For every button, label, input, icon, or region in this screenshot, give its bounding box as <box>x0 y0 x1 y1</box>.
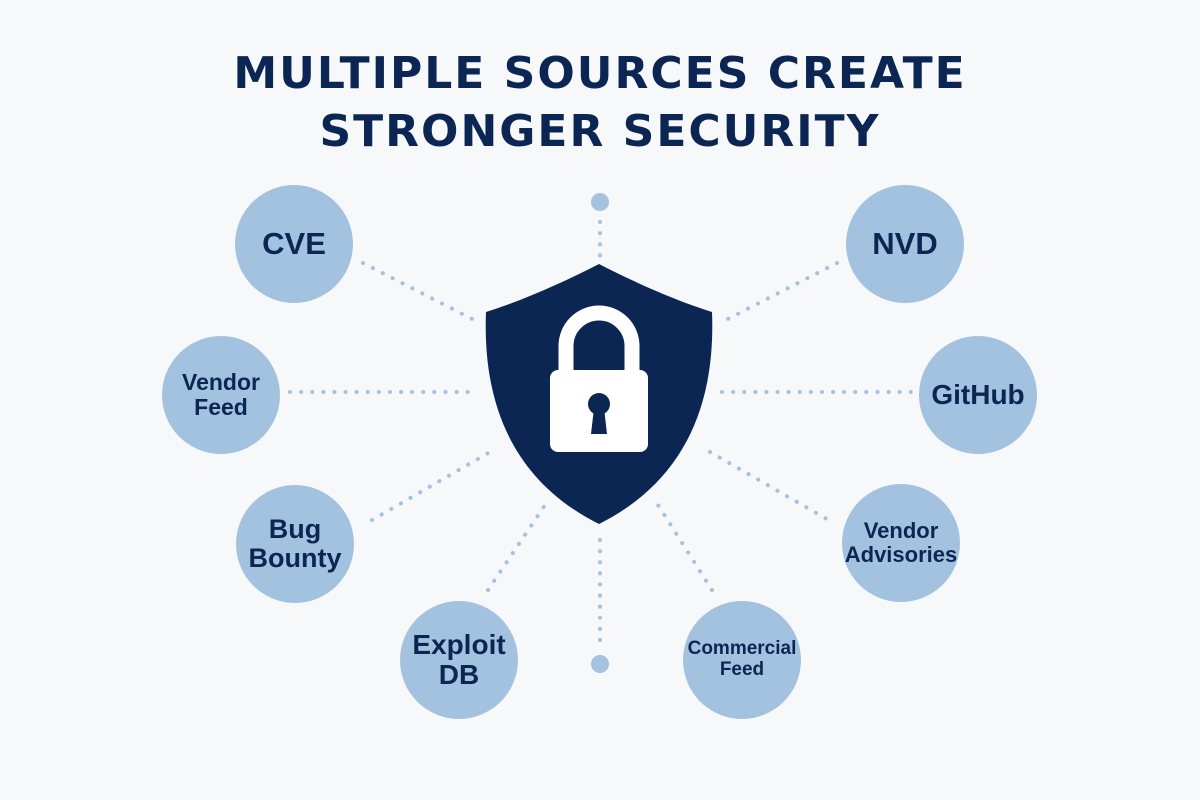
source-node-commercial-feed: Commercial Feed <box>683 601 801 719</box>
source-label: Bounty <box>248 543 342 573</box>
connector-cve <box>361 261 480 324</box>
source-node-nvd: NVD <box>846 185 964 303</box>
source-node-github: GitHub <box>919 336 1037 454</box>
source-label: Exploit <box>412 628 506 660</box>
source-label: Vendor <box>182 369 260 396</box>
connector-vendor-advisories <box>708 450 834 524</box>
source-label: GitHub <box>931 378 1025 410</box>
source-node-vendor-feed: Vendor Feed <box>162 336 280 454</box>
terminal-dot-bottom <box>591 655 609 673</box>
source-label: Feed <box>194 394 248 420</box>
source-node-cve: CVE <box>235 185 353 303</box>
title-line-1: MULTIPLE SOURCES CREATE <box>233 48 967 99</box>
diagram-title: MULTIPLE SOURCES CREATE STRONGER SECURIT… <box>0 45 1200 161</box>
source-label: Commercial <box>687 638 797 660</box>
source-label: Advisories <box>844 542 958 567</box>
source-label: Feed <box>719 659 765 680</box>
source-label: NVD <box>872 226 938 262</box>
source-node-exploit-db: Exploit DB <box>400 601 518 719</box>
connector-nvd <box>720 261 839 324</box>
source-node-vendor-advisories: Vendor Advisories <box>842 484 960 602</box>
terminal-dot-top <box>591 193 609 211</box>
source-node-bug-bounty: Bug Bounty <box>236 485 354 603</box>
keyhole-icon <box>588 393 610 415</box>
shield-lock-icon <box>485 264 713 524</box>
source-label: Bug <box>268 513 322 544</box>
source-label: Vendor <box>863 518 939 544</box>
title-line-2: STRONGER SECURITY <box>319 106 881 157</box>
connector-bug-bounty <box>370 450 492 522</box>
source-label: DB <box>438 659 480 690</box>
source-label: CVE <box>262 226 326 262</box>
lock-shackle-icon <box>558 305 640 374</box>
